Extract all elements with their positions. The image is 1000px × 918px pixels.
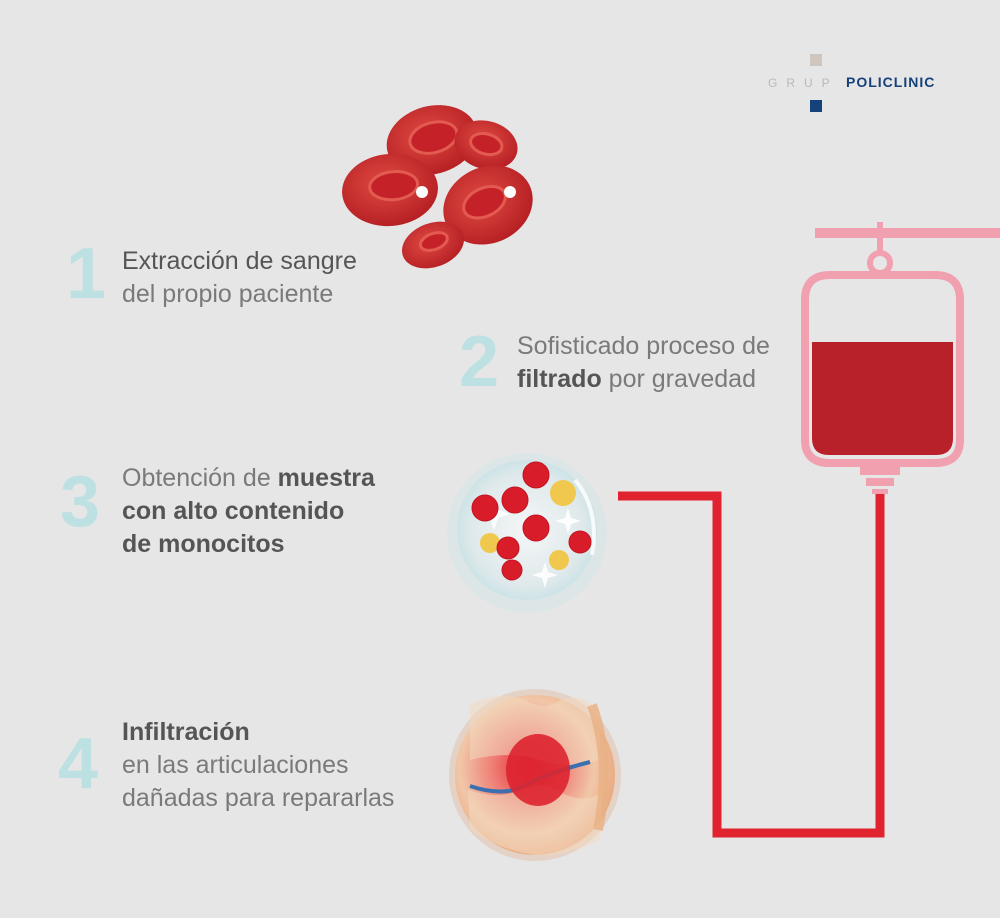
- step-text: Sofisticado proceso de filtrado por grav…: [517, 330, 770, 396]
- step-line: en las articulaciones: [122, 751, 349, 779]
- step-text: Obtención de muestra con alto contenido …: [122, 462, 375, 561]
- step-line-bold: Infiltración: [122, 718, 250, 746]
- step-line: dañadas para repararlas: [122, 784, 395, 812]
- logo-square-bottom: [810, 100, 822, 112]
- grup-policlinic-logo: GRUP POLICLINIC: [768, 54, 968, 116]
- step-line-bold: filtrado: [517, 365, 602, 393]
- step-number: 3: [60, 462, 101, 542]
- step-line: por gravedad: [601, 365, 756, 393]
- logo-grup-text: GRUP: [768, 76, 839, 90]
- step-number: 1: [66, 234, 107, 314]
- step-line-bold: muestra: [277, 464, 375, 492]
- logo-square-top: [810, 54, 822, 66]
- red-blood-cells-icon: [342, 105, 533, 269]
- blood-bag-icon: [801, 222, 1000, 494]
- monocyte-sample-icon: [447, 453, 607, 613]
- step-text: Extracción de sangre del propio paciente: [122, 245, 357, 311]
- step-line: Extracción de sangre: [122, 247, 357, 275]
- iv-tube: [618, 491, 885, 838]
- step-text: Infiltración en las articulaciones dañad…: [122, 716, 394, 815]
- step-line: del propio paciente: [122, 280, 334, 308]
- step-number: 4: [58, 724, 99, 804]
- step-line: Sofisticado proceso de: [517, 332, 770, 360]
- step-line: Obtención de: [122, 464, 278, 492]
- step-number: 2: [459, 322, 500, 402]
- knee-joint-icon: [449, 689, 621, 861]
- step-line-bold: con alto contenido: [122, 497, 345, 525]
- step-line-bold: de monocitos: [122, 530, 285, 558]
- logo-policlinic-text: POLICLINIC: [846, 74, 936, 90]
